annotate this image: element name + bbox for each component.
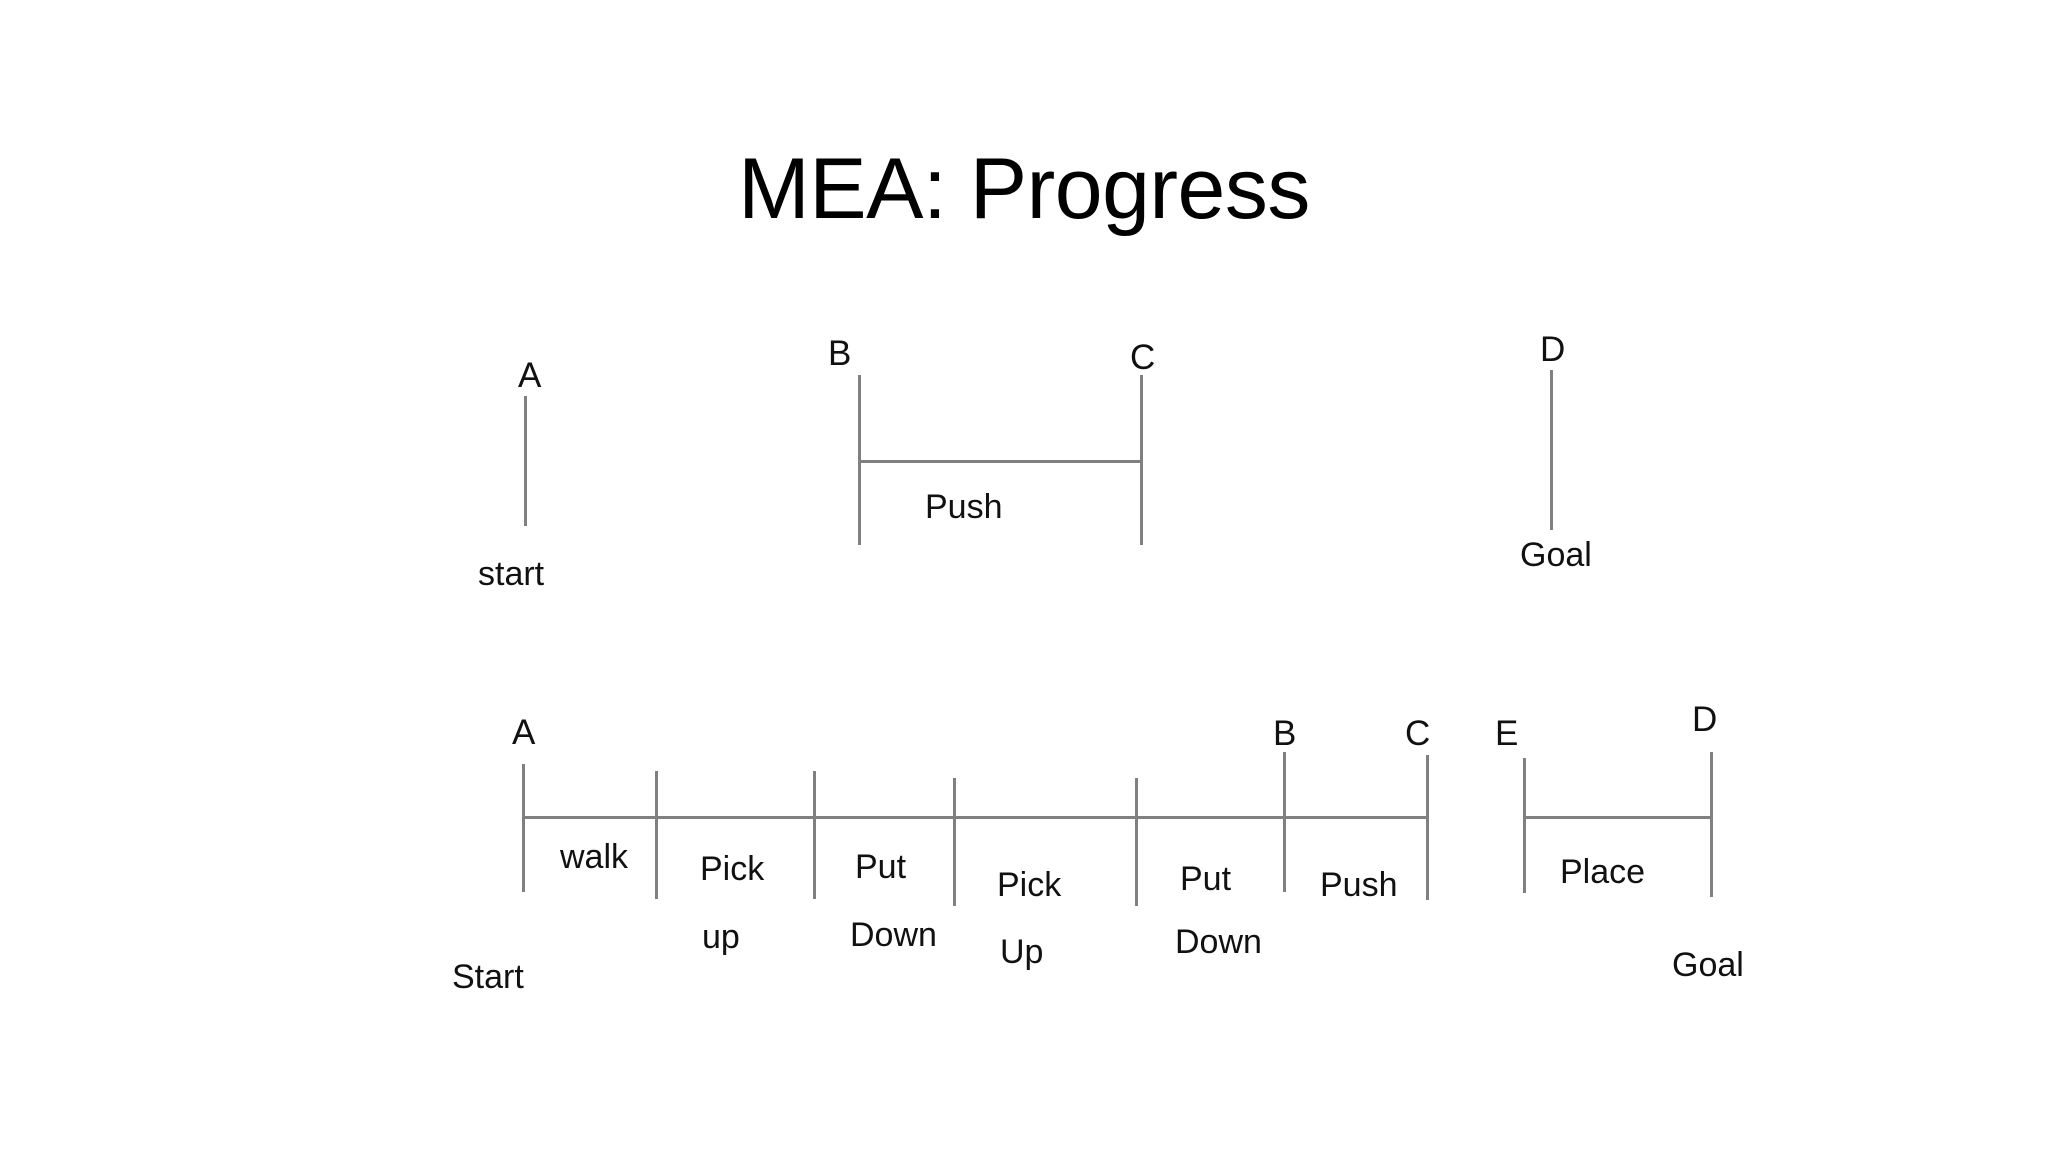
node-label-top-D: D [1540,330,1566,369]
node-label-bottom-B: B [1273,714,1297,753]
tick-top-D [1550,370,1553,530]
operator-label-putdown1-line2: Down [850,916,937,954]
operator-label-walk: walk [560,838,629,876]
endpoint-label-bottom-goal: Goal [1672,946,1744,984]
operator-label-putdown1-line1: Put [855,848,907,886]
node-label-top-A: A [518,356,542,395]
operator-label-top-push: Push [925,488,1003,526]
node-label-bottom-C: C [1405,714,1431,753]
operator-label-push: Push [1320,866,1398,904]
operator-bar-top-push [858,460,1142,463]
tick-bottom-B [1283,752,1286,892]
node-label-top-B: B [828,334,852,373]
node-label-top-C: C [1130,338,1156,377]
operator-label-putdown2-line2: Down [1175,923,1262,961]
endpoint-label-top-goal: Goal [1520,536,1592,574]
operator-label-pickup2-line2: Up [1000,933,1044,971]
tick-bottom-D [1710,752,1713,897]
endpoint-label-top-start: start [478,555,545,593]
tick-top-C [1140,375,1143,545]
tick-bottom-C [1426,755,1429,900]
node-label-bottom-E: E [1495,714,1519,753]
tick-bottom-1 [655,771,658,899]
operator-label-putdown2-line1: Put [1180,860,1232,898]
tick-bottom-3 [953,778,956,906]
operator-label-pickup2-line1: Pick [997,866,1062,904]
tick-bottom-E [1523,758,1526,893]
page-title: MEA: Progress [738,140,1310,237]
tick-top-A [524,396,527,526]
operator-label-pickup-line1: Pick [700,850,765,888]
endpoint-label-bottom-start: Start [452,958,524,996]
timeline-bar-main [523,816,1428,819]
node-label-bottom-A: A [512,713,536,752]
timeline-bar-place [1524,816,1712,819]
operator-label-place: Place [1560,853,1646,891]
tick-bottom-A [522,764,525,892]
node-label-bottom-D: D [1692,700,1718,739]
operator-label-pickup-line2: up [702,918,740,956]
tick-bottom-4 [1135,778,1138,906]
tick-bottom-2 [813,771,816,899]
